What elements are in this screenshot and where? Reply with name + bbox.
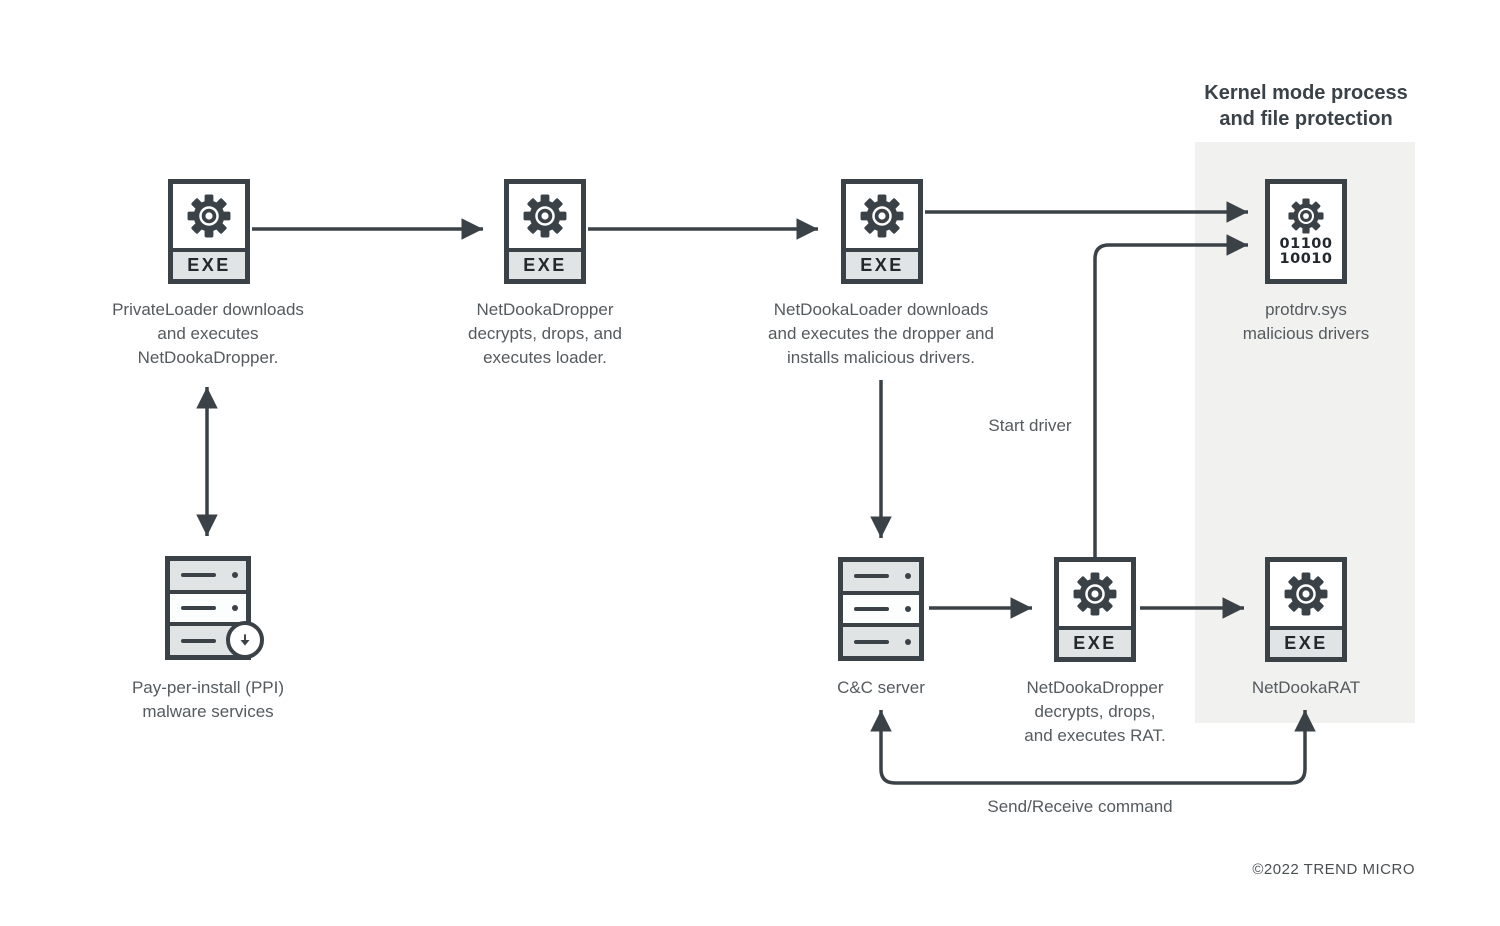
exe-file-icon-loader: EXE (841, 179, 923, 284)
server-icon-ppi (165, 556, 264, 660)
node-label-cnc: C&C server (837, 678, 925, 697)
gear-icon (1284, 572, 1328, 616)
server-slot-line (181, 573, 217, 578)
exe-file-icon-dropper2: EXE (1054, 557, 1136, 662)
gear-icon (523, 194, 567, 238)
server-icon-cnc (838, 557, 924, 661)
server-led-dot (904, 638, 911, 645)
server-led-dot (904, 573, 911, 580)
server-slot-line (854, 639, 890, 644)
exe-file-icon-dropper1: EXE (504, 179, 586, 284)
edge-label-start-driver: Start driver (988, 416, 1072, 435)
gear-icon (1288, 198, 1324, 234)
copyright-text: ©2022 TREND MICRO (1252, 861, 1415, 878)
gear-icon (1073, 572, 1117, 616)
node-label-ppi: Pay-per-install (PPI) malware services (131, 678, 285, 721)
exe-file-icon-privateloader: EXE (168, 179, 250, 284)
server-slot-line (854, 607, 890, 611)
download-arrow-icon (240, 634, 250, 646)
server-led-dot (231, 572, 238, 579)
binary-driver-file-icon-protdrv: 01100 10010 (1265, 179, 1347, 284)
binary-code-text: 01100 10010 (1279, 236, 1333, 267)
exe-badge: EXE (1059, 626, 1131, 657)
download-badge-icon (226, 621, 264, 659)
node-label-privateloader: PrivateLoader downloads and executes Net… (112, 300, 304, 367)
node-label-dropper1: NetDookaDropper decrypts, drops, and exe… (467, 300, 623, 367)
node-label-protdrv: protdrv.sys malicious drivers (1242, 300, 1370, 343)
kernel-protection-title: Kernel mode process and file protection (1204, 82, 1408, 130)
node-label-rat: NetDookaRAT (1251, 678, 1361, 697)
gear-icon (187, 194, 231, 238)
exe-badge: EXE (509, 248, 581, 279)
exe-badge: EXE (173, 248, 245, 279)
arrow-start-driver (1093, 234, 1248, 557)
server-led-dot (231, 605, 238, 611)
server-slot-line (181, 606, 217, 610)
arrow-send-receive-command (870, 710, 1316, 785)
exe-badge: EXE (846, 248, 918, 279)
edge-label-send-receive: Send/Receive command (987, 797, 1173, 816)
gear-icon (860, 194, 904, 238)
exe-file-icon-rat: EXE (1265, 557, 1347, 662)
server-led-dot (904, 606, 911, 612)
server-slot-line (854, 574, 890, 579)
server-slot-line (181, 638, 217, 643)
exe-badge: EXE (1270, 626, 1342, 657)
node-label-loader: NetDookaLoader downloads and executes th… (768, 300, 994, 367)
